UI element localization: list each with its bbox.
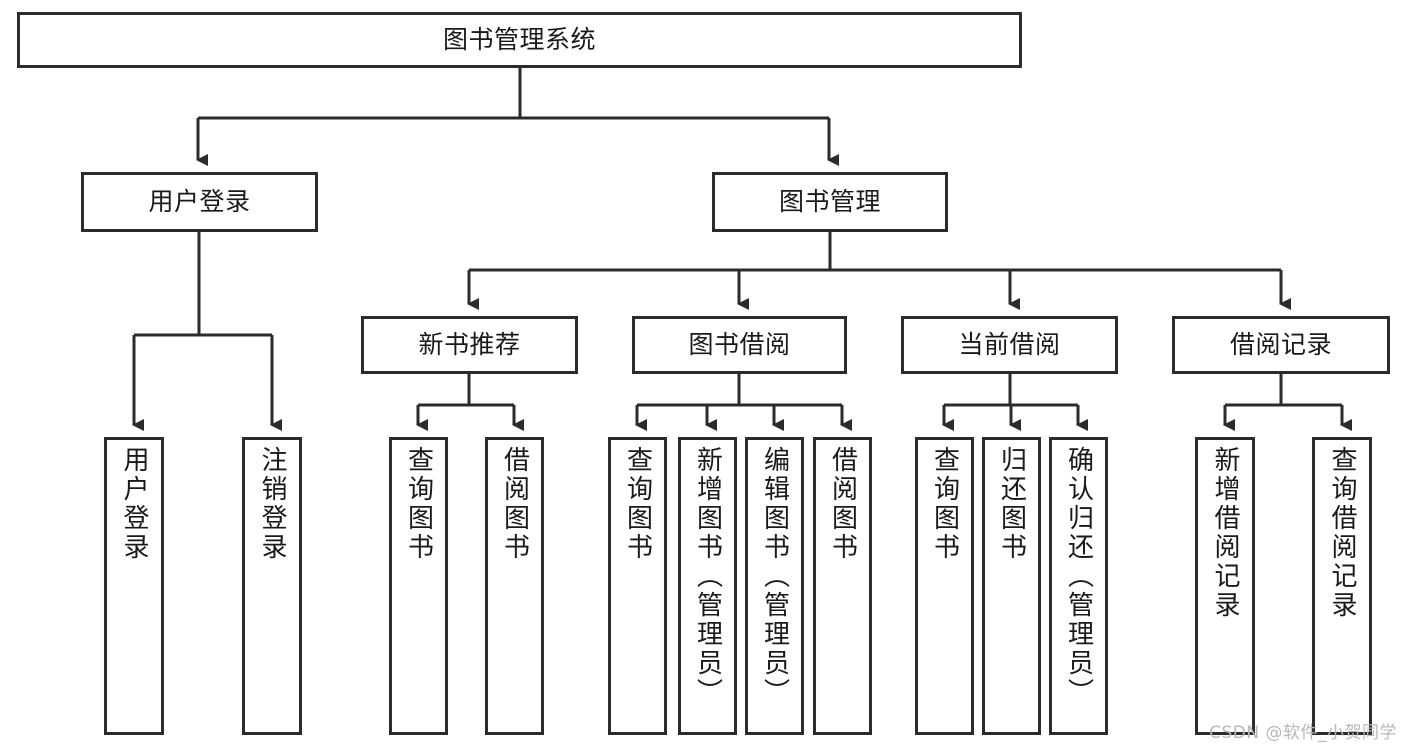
node-leaf-current-query[interactable]: 查询图书 [915,437,974,735]
watermark-text: CSDN @软件_小贺同学 [1209,723,1397,743]
node-leaf-current-confirm-label: 确认归还（管理员） [1063,446,1094,707]
node-leaf-current-confirm[interactable]: 确认归还（管理员） [1049,437,1108,735]
node-user-login-label: 用户登录 [148,187,251,217]
node-leaf-user-login-label: 用户登录 [119,446,149,562]
node-book-manage-label: 图书管理 [778,187,881,217]
node-leaf-borrow-query[interactable]: 查询图书 [608,437,667,735]
node-leaf-borrow-add-label: 新增图书（管理员） [692,446,723,707]
node-leaf-borrow-lend[interactable]: 借阅图书 [813,437,872,735]
node-leaf-user-logout[interactable]: 注销登录 [242,437,302,735]
node-borrow-record-label: 借阅记录 [1229,330,1332,360]
node-leaf-record-add[interactable]: 新增借阅记录 [1195,437,1255,735]
node-book-borrow-label: 图书借阅 [688,330,791,360]
node-leaf-rec-query[interactable]: 查询图书 [389,437,448,735]
node-leaf-borrow-add[interactable]: 新增图书（管理员） [678,437,737,735]
node-leaf-borrow-query-label: 查询图书 [622,446,653,562]
node-user-login[interactable]: 用户登录 [81,172,318,232]
node-leaf-borrow-edit[interactable]: 编辑图书（管理员） [745,437,804,735]
node-leaf-rec-query-label: 查询图书 [403,446,434,562]
node-current-borrow-label: 当前借阅 [958,330,1061,360]
node-leaf-user-login[interactable]: 用户登录 [104,437,164,735]
node-leaf-current-query-label: 查询图书 [929,446,960,562]
node-leaf-user-logout-label: 注销登录 [257,446,287,562]
node-leaf-borrow-lend-label: 借阅图书 [827,446,858,562]
node-leaf-rec-borrow[interactable]: 借阅图书 [485,437,544,735]
node-root-label: 图书管理系统 [442,25,596,55]
node-leaf-current-return-label: 归还图书 [996,446,1027,562]
node-leaf-record-query-label: 查询借阅记录 [1327,446,1357,620]
node-leaf-record-add-label: 新增借阅记录 [1210,446,1240,620]
node-leaf-borrow-edit-label: 编辑图书（管理员） [759,446,790,707]
node-new-book-rec[interactable]: 新书推荐 [361,316,578,374]
node-leaf-current-return[interactable]: 归还图书 [982,437,1041,735]
node-book-borrow[interactable]: 图书借阅 [632,316,847,374]
node-new-book-rec-label: 新书推荐 [418,330,521,360]
node-root[interactable]: 图书管理系统 [17,12,1022,68]
node-leaf-rec-borrow-label: 借阅图书 [499,446,530,562]
node-borrow-record[interactable]: 借阅记录 [1172,316,1390,374]
node-current-borrow[interactable]: 当前借阅 [901,316,1118,374]
node-book-manage[interactable]: 图书管理 [712,172,948,232]
node-leaf-record-query[interactable]: 查询借阅记录 [1312,437,1372,735]
